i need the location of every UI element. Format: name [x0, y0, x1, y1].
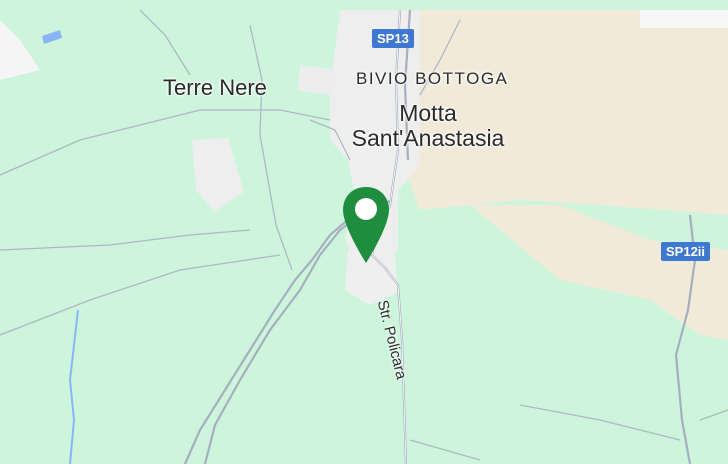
- terrain-area-east: [470, 205, 728, 340]
- road-shield-sp12ii: SP12ii: [661, 242, 711, 261]
- place-label-bivio-bottoga: BIVIO BOTTOGA: [356, 69, 509, 88]
- road-shield-sp13: SP13: [372, 29, 414, 48]
- water-lake: [42, 30, 62, 44]
- urban-area-west: [192, 138, 244, 212]
- water-stream: [68, 309, 79, 464]
- place-label-terre-nere: Terre Nere: [163, 75, 267, 100]
- urban-area-motta: [330, 10, 420, 270]
- terrain-area: [405, 10, 728, 215]
- town-label-line-1: Motta: [399, 100, 457, 126]
- map-pin-shape: [343, 187, 389, 263]
- minor-roads: [0, 9, 728, 461]
- map-pin-icon[interactable]: [341, 185, 391, 270]
- town-label-line-2: Sant'Anastasia: [351, 125, 505, 152]
- urban-area-south: [345, 250, 398, 305]
- town-label-motta-santanastasia: Motta Sant'Anastasia: [330, 100, 526, 152]
